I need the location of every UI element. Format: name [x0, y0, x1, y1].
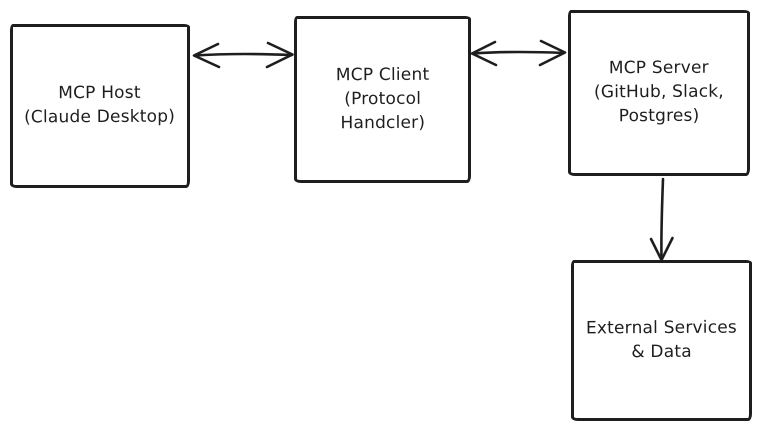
- node-mcp-client-label: MCP Client (Protocol Handcler): [335, 64, 430, 133]
- arrow-head-right: [265, 41, 294, 69]
- node-mcp-client: MCP Client (Protocol Handcler): [294, 16, 471, 183]
- arrow-client-server: [470, 39, 567, 67]
- arrow-head-left: [470, 40, 498, 67]
- node-external-services-label: External Services & Data: [585, 317, 737, 362]
- arrow-host-client: [192, 41, 294, 69]
- node-mcp-server-label: MCP Server (GitHub, Slack, Postgres): [593, 58, 724, 127]
- arrow-shaft: [193, 52, 294, 57]
- node-external-services: External Services & Data: [571, 260, 752, 421]
- node-mcp-host-label: MCP Host (Claude Desktop): [24, 82, 176, 128]
- arrow-head-down: [649, 236, 674, 262]
- node-mcp-host: MCP Host (Claude Desktop): [10, 24, 190, 188]
- arrow-head-left: [192, 42, 221, 69]
- node-mcp-server: MCP Server (GitHub, Slack, Postgres): [568, 10, 750, 176]
- arrow-head-right: [538, 39, 567, 67]
- arrow-shaft: [660, 177, 665, 260]
- arrow-shaft: [471, 50, 566, 55]
- arrow-server-external: [649, 177, 674, 262]
